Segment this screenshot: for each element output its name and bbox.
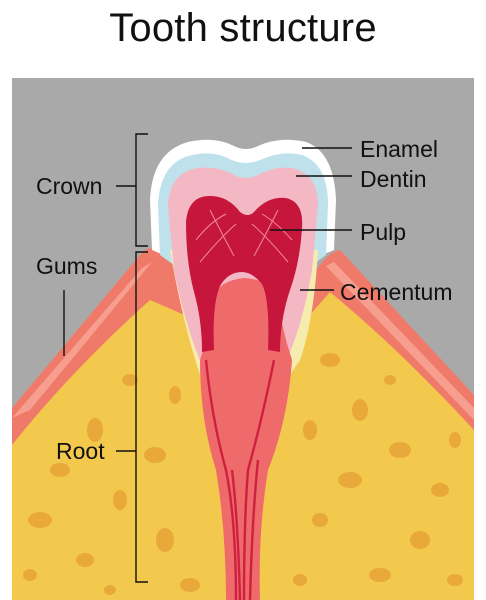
bone-spots: [23, 353, 463, 595]
root-body: [200, 278, 292, 600]
label-cementum: Cementum: [340, 279, 453, 305]
page-title: Tooth structure: [109, 6, 377, 50]
label-enamel: Enamel: [360, 136, 438, 162]
root-bracket: [135, 251, 148, 583]
label-root: Root: [56, 438, 105, 464]
label-pulp: Pulp: [360, 219, 407, 245]
label-dentin: Dentin: [360, 166, 427, 192]
pulp-veins: [195, 209, 293, 263]
crown-bracket: [135, 133, 148, 247]
pulp-chamber: [186, 196, 303, 352]
label-crown: Crown: [36, 173, 103, 199]
nerve-fibers: [204, 359, 276, 600]
label-gums: Gums: [36, 253, 98, 279]
